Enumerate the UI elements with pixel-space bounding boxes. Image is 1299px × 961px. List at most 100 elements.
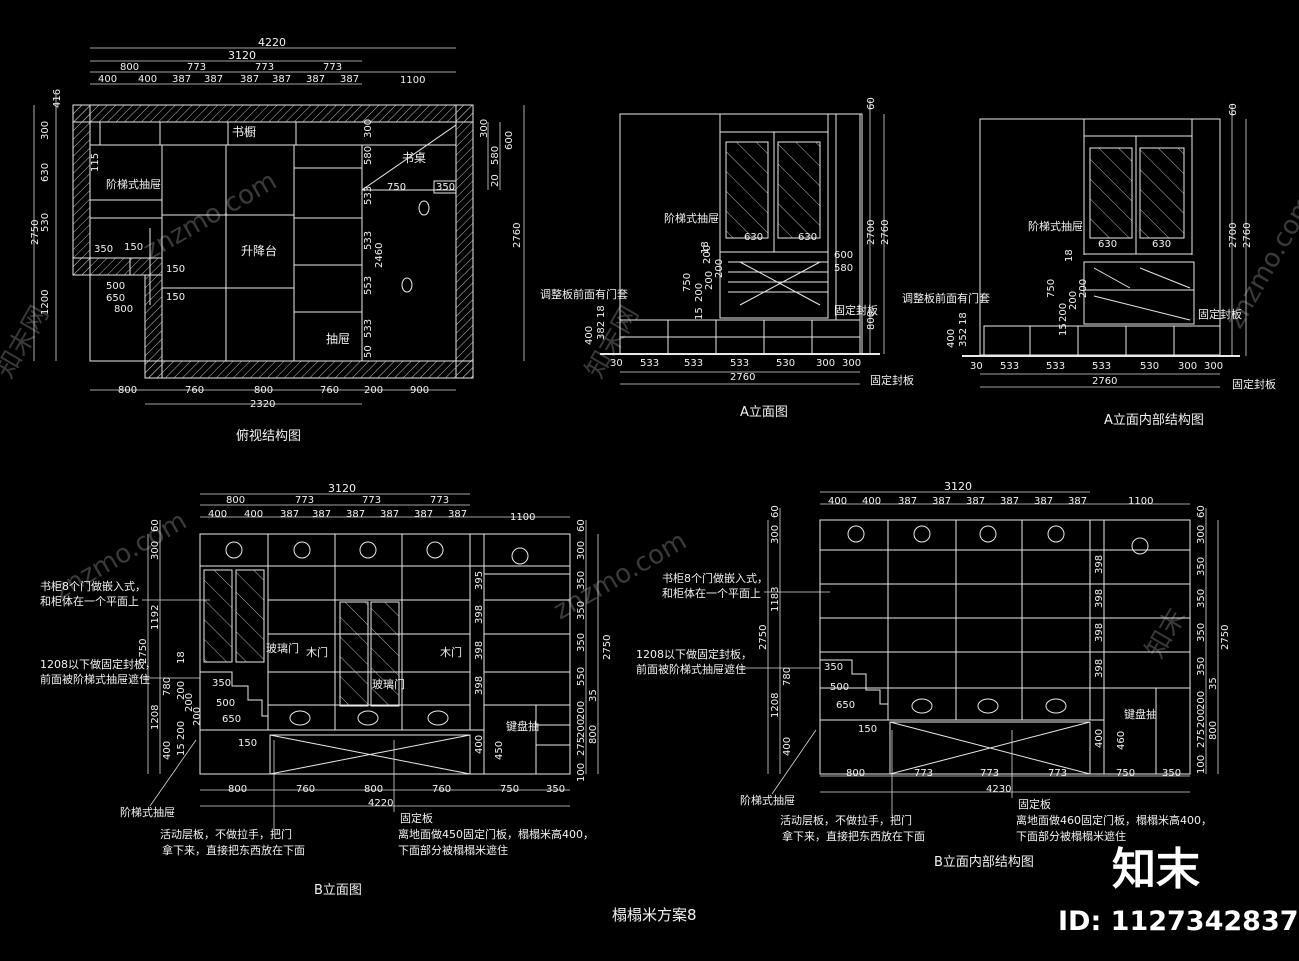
dim-label: 2750: [138, 639, 149, 664]
dim-label: 387: [172, 74, 191, 85]
dim-label: 300: [816, 358, 835, 369]
dim-label: 387: [448, 509, 467, 520]
dim-label: 773: [187, 62, 206, 73]
decor-plants: [225, 541, 529, 565]
dim-label: 60: [150, 519, 161, 532]
elev-b-inner-stair-dims: 350 500 650 150: [824, 662, 877, 735]
dim-label: 550: [576, 667, 587, 686]
dim-label: 200: [176, 721, 187, 740]
dim-label: 2760: [1092, 376, 1117, 387]
elev-b-stair-dims: 350 500 650 150 18 200 200 200 200 15: [176, 651, 257, 756]
elev-b-inner-left-dims: 60 300 1183 2750 1208 780 400: [758, 505, 793, 756]
elev-b-top-sub: 3120: [328, 482, 356, 495]
dim-label: 400: [244, 509, 263, 520]
elev-b-label-wood-door-2: 木门: [440, 645, 462, 659]
dim-label: 350: [94, 244, 113, 255]
elev-b-label-glass-door-2: 玻璃门: [372, 677, 405, 691]
dim-label: 350: [1196, 589, 1207, 608]
dim-label: 60: [770, 505, 781, 518]
dim-label: 2460: [374, 243, 385, 268]
dim-label: 275: [1196, 729, 1207, 748]
dim-label: 115: [90, 153, 101, 172]
dim-label: 387: [380, 509, 399, 520]
dim-label: 300: [150, 541, 161, 560]
elev-a-inner-label-stair: 阶梯式抽屉: [1028, 219, 1083, 233]
elev-b-note-1a: 书柜8个门做嵌入式，: [40, 579, 146, 593]
dim-label: 533: [730, 358, 749, 369]
elev-b-inner-inner-right: 398 398 398 398 400 460: [1094, 555, 1127, 750]
elev-b-inner-label-movable2: 拿下来，直接把东西放在下面: [782, 829, 925, 843]
dim-label: 1208: [770, 693, 781, 718]
dim-label: 800: [866, 311, 877, 330]
dim-label: 800: [118, 385, 137, 396]
dim-label: 18: [700, 241, 711, 254]
decor-plants: [847, 525, 1149, 555]
dim-label: 387: [272, 74, 291, 85]
dim-label: 533: [363, 186, 374, 205]
dim-label: 800: [1208, 721, 1219, 740]
dim-label: 15: [1058, 323, 1069, 336]
dim-label: 35: [1208, 677, 1219, 690]
plan-top-dims-row2: 400 400 387 387 387 387 387 387: [98, 74, 359, 85]
plan-right-wall: [455, 104, 474, 379]
dim-label: 800: [228, 784, 247, 795]
drawing-title: 榻榻米方案8: [612, 906, 697, 924]
plan-label-lift: 升降台: [241, 243, 277, 258]
dim-label: 500: [830, 682, 849, 693]
elev-a-caption: A立面图: [740, 405, 788, 420]
dim-label: 387: [240, 74, 259, 85]
dim-label: 400: [1094, 729, 1105, 748]
dim-label: 200: [1196, 709, 1207, 728]
plan-left-wall-lower: [144, 274, 163, 379]
dim-label: 387: [1034, 496, 1053, 507]
decor-statues: [911, 698, 1067, 714]
elev-a-inner-label-adjust: 调整板前面有门套: [902, 291, 990, 305]
dim-label: 150: [238, 738, 257, 749]
dim-label: 533: [1000, 361, 1019, 372]
dim-label: 530: [1140, 361, 1159, 372]
dim-label: 400: [98, 74, 117, 85]
dim-label: 580: [834, 263, 853, 274]
dim-label: 150: [858, 724, 877, 735]
dim-label: 533: [363, 319, 374, 338]
dim-label: 300: [479, 119, 490, 138]
dim-label: 1208: [150, 705, 161, 730]
dim-label: 760: [185, 385, 204, 396]
dim-label: 20: [490, 174, 501, 187]
dim-label: 500: [106, 281, 125, 292]
dim-label: 400: [828, 496, 847, 507]
dim-label: 773: [980, 768, 999, 779]
dim-label: 387: [280, 509, 299, 520]
dim-label: 398: [474, 676, 485, 695]
dim-label: 580: [363, 146, 374, 165]
dim-label: 800: [588, 725, 599, 744]
dim-label: 800: [114, 304, 133, 315]
dim-label: 2760: [512, 223, 523, 248]
dim-label: 2760: [1242, 223, 1253, 248]
elev-a-label-fixed-panel: 固定封板: [834, 303, 878, 317]
dim-label: 2700: [866, 220, 877, 245]
elev-a-inner-glass-dims: 630 630: [1098, 239, 1171, 250]
dim-label: 773: [255, 62, 274, 73]
dim-label: 18: [958, 312, 969, 325]
dim-label: 800: [846, 768, 865, 779]
plan-label-drawer: 抽屉: [326, 332, 350, 346]
elev-b-top-dims: 800 773 773 773 1100: [226, 495, 535, 523]
dim-label: 650: [222, 714, 241, 725]
elev-a-inner-bottom-dims: 30 533 533 533 530 300 300 2760: [970, 361, 1223, 387]
dim-label: 200: [1058, 303, 1069, 322]
dim-label: 400: [162, 741, 173, 760]
dim-label: 300: [40, 121, 51, 140]
dim-label: 460: [1116, 731, 1127, 750]
dim-label: 387: [966, 496, 985, 507]
glass-door-left: [725, 141, 769, 239]
elev-b-inner-label-fixed2: 离地面做460固定门板，榻榻米高400，: [1016, 813, 1212, 827]
plan-caption: 俯视结构图: [236, 428, 301, 444]
elev-b-inner-bottom-dims: 800 773 773 773 750 350 4230: [846, 768, 1181, 795]
dim-label: 1200: [40, 290, 51, 315]
dim-label: 2760: [880, 220, 891, 245]
dim-label: 350: [1196, 657, 1207, 676]
dim-label: 760: [296, 784, 315, 795]
elev-b-caption: B立面图: [314, 883, 362, 898]
glass-door-2: [235, 569, 265, 663]
